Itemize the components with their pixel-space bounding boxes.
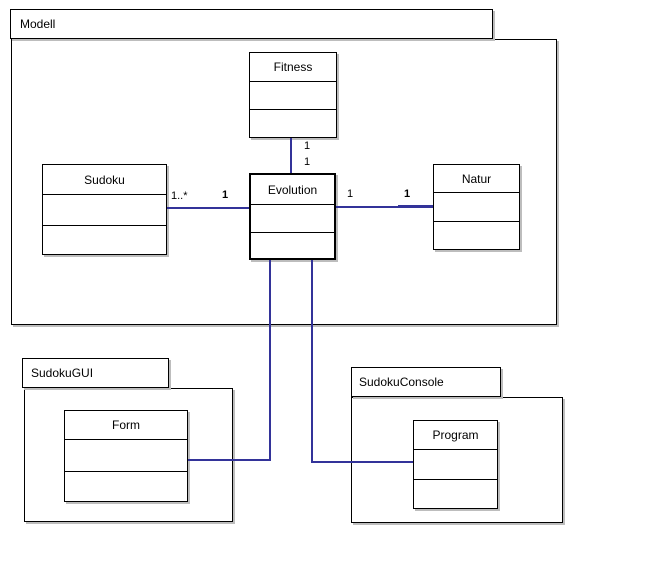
class-natur-attributes-compartment [434,193,519,222]
class-evolution[interactable]: Evolution [249,173,336,260]
package-modell-label: Modell [20,17,56,31]
class-natur[interactable]: Natur [433,164,520,250]
class-program[interactable]: Program [413,420,498,509]
class-natur-operations-compartment [434,222,519,249]
multiplicity-natur-end: 1 [404,188,411,200]
class-sudoku-title: Sudoku [43,165,166,195]
association-evolution-program-segment-vertical[interactable] [311,260,313,463]
multiplicity-evolution-end-fitness-assoc: 1 [304,156,311,168]
class-program-title: Program [414,421,497,450]
class-sudoku-attributes-compartment [43,195,166,226]
class-sudoku[interactable]: Sudoku [42,164,167,255]
class-form-title: Form [65,411,187,440]
class-evolution-title: Evolution [251,175,334,205]
class-sudoku-operations-compartment [43,226,166,254]
class-program-attributes-compartment [414,450,497,480]
association-evolution-natur-line[interactable] [336,206,433,208]
class-form-attributes-compartment [65,440,187,472]
multiplicity-evolution-end-natur-assoc: 1 [347,188,354,200]
multiplicity-sudoku-end: 1..* [171,190,188,202]
association-evolution-form-segment-horizontal[interactable] [188,459,271,461]
class-form[interactable]: Form [64,410,188,502]
association-sudoku-evolution-line[interactable] [167,207,249,209]
class-fitness-attributes-compartment [250,82,336,110]
package-sudokuconsole-label: SudokuConsole [359,375,444,389]
class-fitness-operations-compartment [250,110,336,137]
association-evolution-form-segment-vertical[interactable] [269,260,271,461]
class-fitness[interactable]: Fitness [249,52,337,138]
class-program-operations-compartment [414,480,497,508]
package-sudokuconsole-tab[interactable]: SudokuConsole [351,367,501,397]
package-sudokugui-label: SudokuGUI [31,366,94,380]
package-sudokugui-tab[interactable]: SudokuGUI [22,358,169,388]
class-natur-title: Natur [434,165,519,193]
class-form-operations-compartment [65,472,187,501]
multiplicity-evolution-end-sudoku-assoc: 1 [222,189,229,201]
association-evolution-program-segment-horizontal[interactable] [312,461,413,463]
multiplicity-fitness-end: 1 [304,140,311,152]
association-evolution-natur-line-end[interactable] [398,205,433,208]
package-modell-tab[interactable]: Modell [10,9,493,39]
class-evolution-operations-compartment [251,233,334,258]
association-fitness-evolution-line[interactable] [290,138,292,173]
class-evolution-attributes-compartment [251,205,334,233]
class-fitness-title: Fitness [250,53,336,82]
